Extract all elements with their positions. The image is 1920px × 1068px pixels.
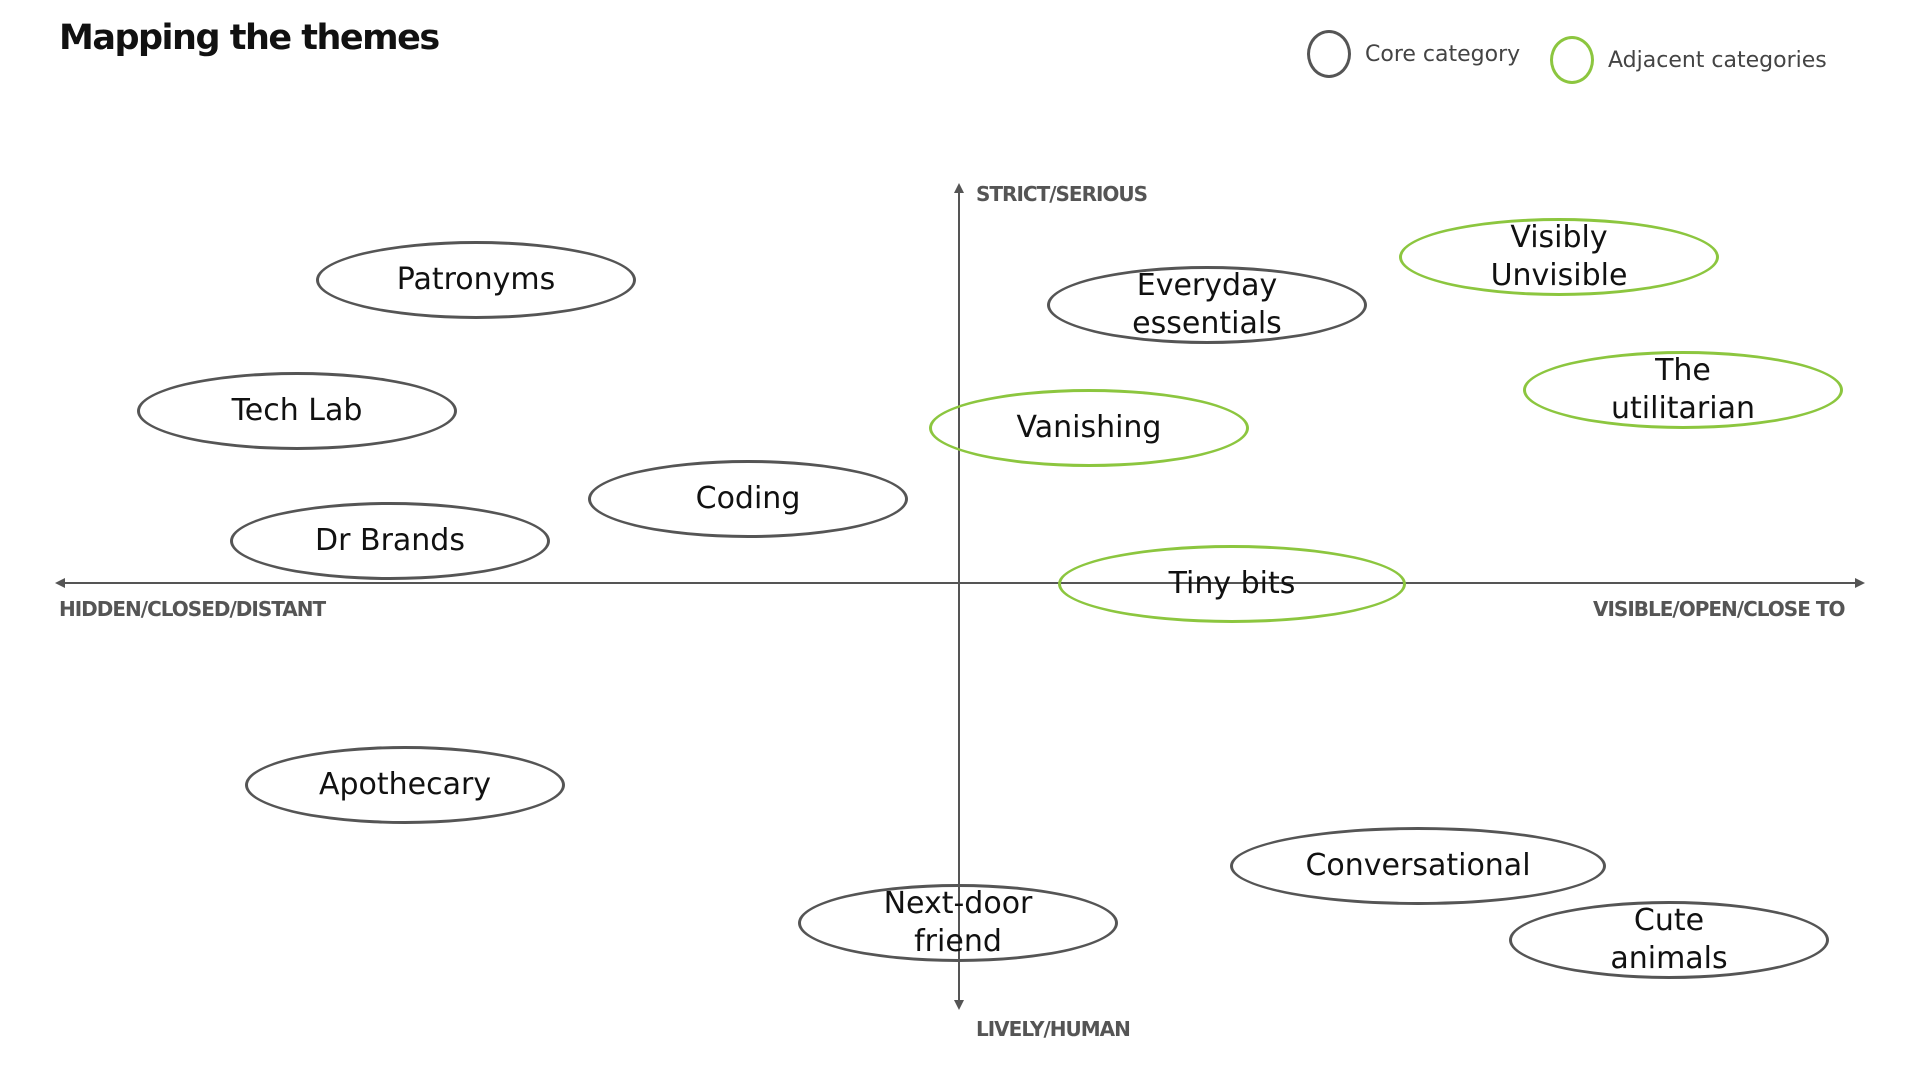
theme-vanishing[interactable]: Vanishing	[929, 389, 1249, 467]
legend-adjacent: Adjacent categories	[1550, 36, 1827, 84]
adjacent-category-swatch-icon	[1550, 36, 1594, 84]
theme-the-utilitarian[interactable]: The utilitarian	[1523, 351, 1843, 429]
theme-label: Cute animals	[1610, 903, 1728, 976]
theme-label: The utilitarian	[1611, 353, 1755, 426]
theme-label: Visibly Unvisible	[1490, 220, 1628, 293]
theme-label: Apothecary	[318, 767, 492, 802]
theme-label: Vanishing	[1016, 410, 1162, 445]
theme-apothecary[interactable]: Apothecary	[245, 746, 565, 824]
theme-label: Tiny bits	[1168, 566, 1296, 601]
theme-conversational[interactable]: Conversational	[1230, 827, 1606, 905]
legend-adjacent-label: Adjacent categories	[1608, 47, 1827, 73]
axis-label-left: HIDDEN/CLOSED/DISTANT	[59, 597, 326, 621]
theme-label: Next-door friend	[883, 886, 1033, 959]
axis-label-top: STRICT/SERIOUS	[976, 182, 1148, 206]
theme-patronyms[interactable]: Patronyms	[316, 241, 636, 319]
theme-tiny-bits[interactable]: Tiny bits	[1058, 545, 1406, 623]
theme-label: Conversational	[1305, 848, 1531, 883]
axis-label-right: VISIBLE/OPEN/CLOSE TO	[1593, 597, 1845, 621]
theme-next-door-friend[interactable]: Next-door friend	[798, 884, 1118, 962]
theme-dr-brands[interactable]: Dr Brands	[230, 502, 550, 580]
theme-coding[interactable]: Coding	[588, 460, 908, 538]
legend-core-label: Core category	[1365, 41, 1521, 67]
theme-label: Coding	[695, 481, 801, 516]
theme-visibly-unvisible[interactable]: Visibly Unvisible	[1399, 218, 1719, 296]
theme-label: Patronyms	[396, 262, 556, 297]
theme-label: Tech Lab	[231, 393, 363, 428]
page-title: Mapping the themes	[59, 18, 440, 58]
theme-label: Dr Brands	[315, 523, 465, 558]
axis-label-bottom: LIVELY/HUMAN	[976, 1017, 1131, 1041]
theme-tech-lab[interactable]: Tech Lab	[137, 372, 457, 450]
theme-everyday-essentials[interactable]: Everyday essentials	[1047, 266, 1367, 344]
theme-label: Everyday essentials	[1132, 268, 1282, 341]
core-category-swatch-icon	[1307, 30, 1351, 78]
legend-core: Core category	[1307, 30, 1520, 78]
theme-cute-animals[interactable]: Cute animals	[1509, 901, 1829, 979]
